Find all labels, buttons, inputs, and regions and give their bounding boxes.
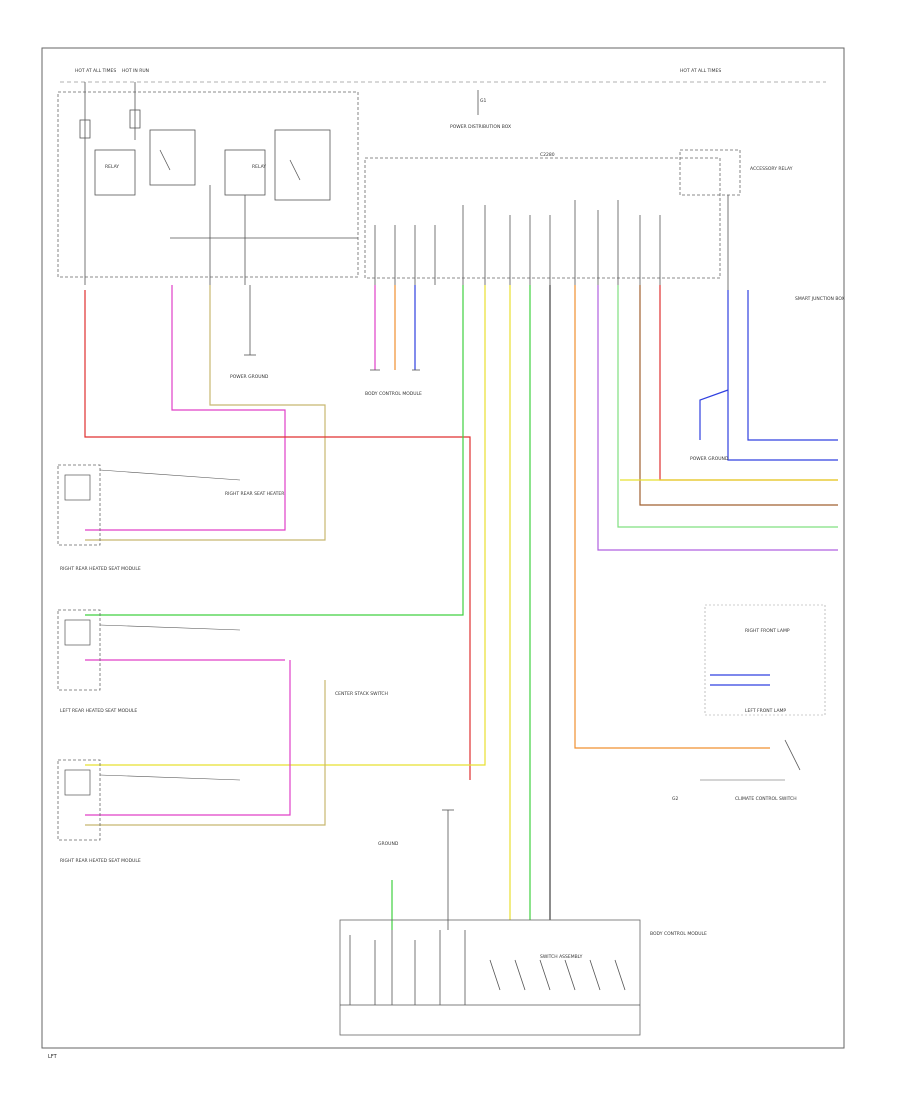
ground-g1-label: POWER GROUND (230, 374, 269, 380)
hot-label-1: HOT AT ALL TIMES (75, 68, 116, 74)
wire-blue-3 (747, 290, 838, 441)
accessory-relay-label: RELAY (105, 164, 119, 170)
hot-label-2: HOT IN RUN (122, 68, 149, 74)
wire-red-1 (84, 290, 471, 780)
climate-switch-label: CLIMATE CONTROL SWITCH (735, 796, 797, 802)
bcm-small-label: BODY CONTROL MODULE (365, 391, 422, 397)
accessory-relay-box (679, 149, 741, 196)
wire-pink-1 (85, 285, 286, 531)
module-1-seat: RIGHT REAR SEAT HEATER (225, 491, 284, 497)
wire-red-2 (659, 285, 838, 481)
switch-assembly-label: SWITCH ASSEMBLY (540, 954, 583, 960)
module-3 (57, 759, 241, 841)
cjb-label: C2280 (540, 152, 555, 158)
climate-switch-symbol (784, 739, 801, 771)
lamp-group (704, 604, 826, 716)
wire-green-1 (85, 285, 464, 616)
module-2 (57, 609, 241, 691)
diagram-frame (41, 47, 845, 1049)
bcm-pins (374, 200, 661, 285)
switch-contacts (349, 930, 626, 1005)
accessory-relay-text: ACCESSORY RELAY (750, 166, 793, 172)
pdb-internals (79, 82, 358, 285)
hot-label-3: HOT AT ALL TIMES (680, 68, 721, 74)
pdb-label: POWER DISTRIBUTION BOX (450, 124, 511, 130)
wire-orange-2 (574, 285, 770, 749)
ground-symbols (244, 285, 420, 371)
wire-pink-4 (85, 660, 291, 816)
wire-tan-1 (85, 285, 326, 541)
ground-lower: G2 (672, 796, 678, 802)
wire-lightgreen-1 (617, 285, 838, 528)
wire-violet-1 (597, 285, 838, 551)
right-front-lamp: RIGHT FRONT LAMP (745, 628, 790, 634)
module-1 (57, 464, 241, 546)
wire-brown-1 (639, 285, 838, 506)
page-label: LFT (48, 1054, 58, 1060)
wire-yellow-1 (85, 285, 486, 766)
rear-relay-label: RELAY (252, 164, 266, 170)
module-2-label: LEFT REAR HEATED SEAT MODULE (60, 708, 137, 714)
power-ground-right: POWER GROUND (690, 456, 729, 462)
module-1-label: RIGHT REAR HEATED SEAT MODULE (60, 566, 141, 572)
module-3-label: RIGHT REAR HEATED SEAT MODULE (60, 858, 141, 864)
wire-blue-2 (727, 290, 838, 461)
center-stack-label: CENTER STACK SWITCH (335, 691, 388, 697)
wire-harness (84, 285, 838, 930)
power-distribution-box (57, 91, 359, 278)
switch-assembly-box (339, 919, 641, 1036)
ground-top: G1 (480, 98, 486, 104)
wire-tan-2 (85, 680, 326, 826)
ground-lower-left: GROUND (378, 841, 399, 847)
bcm-box (364, 157, 721, 279)
wire-blue-4 (699, 389, 729, 440)
smart-junction-label: SMART JUNCTION BOX (795, 296, 845, 302)
left-front-lamp: LEFT FRONT LAMP (745, 708, 786, 714)
bcm-lower-label: BODY CONTROL MODULE (650, 931, 707, 937)
